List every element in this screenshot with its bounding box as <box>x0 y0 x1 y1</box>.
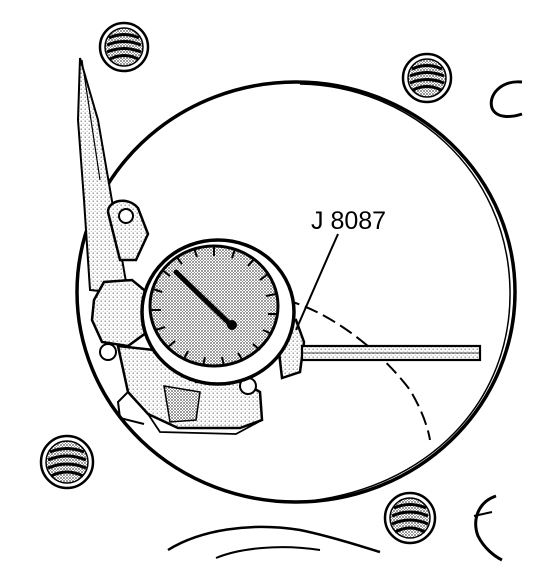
adjacent-bore-edges <box>167 80 523 562</box>
cylinder-bore <box>75 80 517 504</box>
bolt-hole-top-left <box>98 21 150 73</box>
measuring-rod <box>274 318 482 380</box>
piston-arc <box>285 299 431 441</box>
tool-number-label: J 8087 <box>311 207 386 235</box>
dial-indicator <box>140 238 296 386</box>
bolt-hole-bottom-left <box>39 434 95 490</box>
bolt-hole-top-right <box>401 52 453 104</box>
dial-needle <box>173 269 235 329</box>
dial-scale <box>151 246 277 367</box>
callout-leader <box>295 233 339 331</box>
bore-gauge-body <box>90 199 264 435</box>
bolt-hole-bottom-right <box>383 491 437 545</box>
